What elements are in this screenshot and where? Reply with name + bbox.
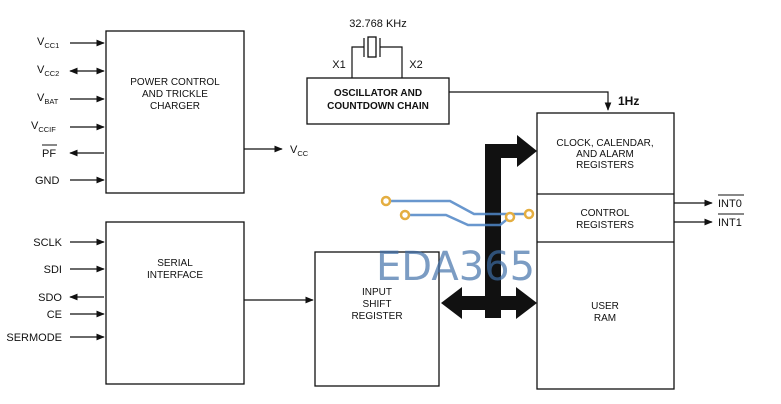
vbat-sub: BAT bbox=[44, 97, 58, 106]
sermode-label: SERMODE bbox=[6, 332, 62, 344]
power-label-line2: AND TRICKLE bbox=[142, 89, 208, 100]
power-label-line1: POWER CONTROL bbox=[130, 77, 220, 88]
control-label-line1: CONTROL bbox=[581, 208, 630, 219]
shift-label-line2: SHIFT bbox=[363, 299, 392, 310]
vcc1-sub: CC1 bbox=[44, 41, 59, 50]
gnd-label: GND bbox=[35, 175, 60, 187]
power-label-line3: CHARGER bbox=[150, 101, 200, 112]
vcc2-main: V bbox=[37, 64, 45, 76]
int0-label: INT0 bbox=[718, 198, 742, 210]
svg-text:VBAT: VBAT bbox=[37, 92, 59, 106]
int1-label: INT1 bbox=[718, 217, 742, 229]
clock-registers-block: CLOCK, CALENDAR, AND ALARM REGISTERS bbox=[556, 138, 653, 171]
clock-label-line3: REGISTERS bbox=[576, 160, 634, 171]
x2-label: X2 bbox=[409, 59, 422, 71]
pin-sermode: SERMODE bbox=[6, 332, 105, 344]
sdo-label: SDO bbox=[38, 292, 62, 304]
oscillator-block: OSCILLATOR AND COUNTDOWN CHAIN bbox=[306, 77, 450, 125]
user-ram-block: USER RAM bbox=[591, 301, 619, 324]
vcc-output: VCC bbox=[244, 144, 309, 158]
pin-vbat: VBAT bbox=[37, 92, 105, 106]
crystal-frequency-label: 32.768 KHz bbox=[349, 18, 406, 30]
vcc-out-main: V bbox=[290, 144, 298, 156]
internal-bus bbox=[441, 135, 537, 319]
serial-label-line2: INTERFACE bbox=[147, 270, 203, 281]
pin-vcc1: VCC1 bbox=[37, 36, 105, 50]
vcc-out-sub: CC bbox=[297, 149, 308, 158]
vcc2-sub: CC2 bbox=[44, 69, 59, 78]
sclk-label: SCLK bbox=[33, 237, 62, 249]
watermark-text: EDA365 bbox=[376, 244, 535, 290]
clock-label-line2: AND ALARM bbox=[576, 149, 634, 160]
power-block: POWER CONTROL AND TRICKLE CHARGER bbox=[105, 30, 245, 194]
pin-pf: PF bbox=[42, 144, 104, 160]
int1-output: INT1 bbox=[674, 213, 744, 229]
vccif-sub: CCIF bbox=[38, 125, 56, 134]
clock-label-line1: CLOCK, CALENDAR, bbox=[556, 138, 653, 149]
crystal-symbol: 32.768 KHz X1 X2 bbox=[332, 18, 423, 78]
hz-label: 1Hz bbox=[618, 94, 639, 108]
pf-label: PF bbox=[42, 148, 56, 160]
shift-label-line3: REGISTER bbox=[351, 311, 402, 322]
ram-label-line1: USER bbox=[591, 301, 619, 312]
shift-register-block: INPUT SHIFT REGISTER bbox=[314, 251, 440, 387]
pin-gnd: GND bbox=[35, 175, 105, 187]
serial-interface-block: SERIAL INTERFACE bbox=[105, 221, 245, 385]
pin-sdo: SDO bbox=[38, 292, 104, 304]
vbat-main: V bbox=[37, 92, 45, 104]
svg-text:VCC2: VCC2 bbox=[37, 64, 59, 78]
pin-sclk: SCLK bbox=[33, 237, 105, 249]
ram-label-line2: RAM bbox=[594, 313, 616, 324]
svg-text:VCCIF: VCCIF bbox=[31, 120, 56, 134]
pin-sdi: SDI bbox=[44, 264, 105, 276]
svg-text:VCC1: VCC1 bbox=[37, 36, 59, 50]
control-registers-block: CONTROL REGISTERS bbox=[576, 208, 634, 231]
serial-label-line1: SERIAL bbox=[157, 258, 193, 269]
svg-text:VCC: VCC bbox=[290, 144, 309, 158]
x1-label: X1 bbox=[332, 59, 345, 71]
pin-vccif: VCCIF bbox=[31, 120, 105, 134]
shift-label-line1: INPUT bbox=[362, 287, 392, 298]
register-stack bbox=[536, 112, 675, 390]
vccif-main: V bbox=[31, 120, 39, 132]
hz-signal: 1Hz bbox=[449, 91, 639, 111]
pin-ce: CE bbox=[47, 309, 105, 321]
pin-vcc2: VCC2 bbox=[37, 64, 105, 78]
vcc1-main: V bbox=[37, 36, 45, 48]
oscillator-label-line1: OSCILLATOR AND bbox=[334, 88, 422, 99]
control-label-line2: REGISTERS bbox=[576, 220, 634, 231]
oscillator-label-line2: COUNTDOWN CHAIN bbox=[327, 101, 429, 112]
sdi-label: SDI bbox=[44, 264, 62, 276]
ce-label: CE bbox=[47, 309, 62, 321]
eda365-watermark: EDA365 bbox=[376, 195, 535, 290]
int0-output: INT0 bbox=[674, 194, 744, 210]
